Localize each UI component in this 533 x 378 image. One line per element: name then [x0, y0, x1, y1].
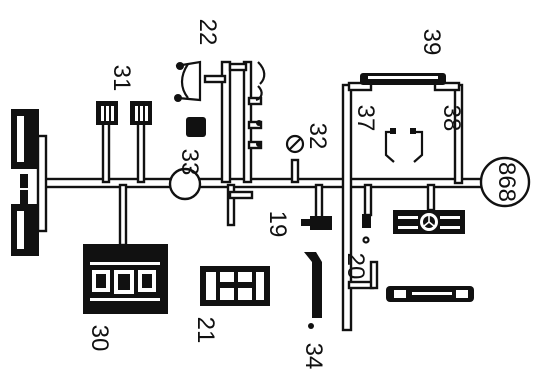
part-30 — [83, 244, 168, 314]
part-axle-link-2 — [20, 190, 28, 204]
label-30: 30 — [86, 325, 113, 352]
mark-20 — [362, 236, 370, 244]
part-31-left — [96, 101, 118, 125]
part-32 — [285, 134, 305, 154]
label-37: 37 — [352, 105, 379, 132]
part-21 — [200, 266, 270, 306]
label-20: 20 — [342, 253, 369, 280]
part-22-dot-1 — [256, 120, 262, 126]
part-axle-bottom — [11, 204, 39, 256]
part-22-dot-2 — [256, 141, 262, 147]
part-33-block — [186, 117, 206, 137]
label-21: 21 — [192, 317, 219, 344]
label-33: 33 — [176, 149, 203, 176]
part-22 — [174, 60, 266, 102]
label-32: 32 — [304, 123, 331, 150]
label-38: 38 — [438, 105, 465, 132]
part-31-right — [130, 101, 152, 125]
part-33-hub — [168, 167, 202, 201]
label-868: 868 — [493, 162, 520, 202]
label-34: 34 — [300, 343, 327, 370]
sprue-frame — [36, 60, 490, 332]
label-19: 19 — [264, 211, 291, 238]
part-grille — [393, 210, 465, 234]
part-lower-bumper — [386, 286, 474, 302]
sprue-number-circle — [479, 156, 531, 208]
label-39: 39 — [418, 29, 445, 56]
part-19 — [301, 216, 332, 230]
part-axle-link-1 — [20, 174, 28, 188]
label-31: 31 — [108, 65, 135, 92]
label-22: 22 — [194, 19, 221, 46]
part-34 — [304, 252, 322, 329]
part-20 — [362, 214, 371, 228]
part-39 — [360, 73, 446, 85]
part-axle-top — [11, 109, 39, 169]
part-37-38-clip — [384, 128, 424, 163]
